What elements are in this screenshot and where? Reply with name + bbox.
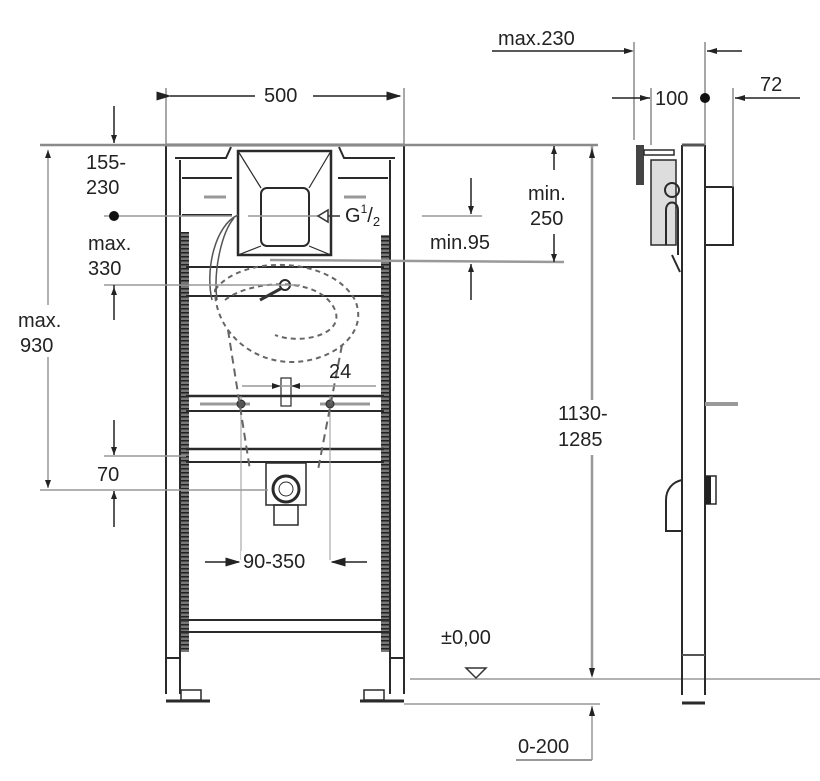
side-reference-dot [700, 93, 710, 103]
thread-g: G [345, 205, 361, 227]
dim-overall-max-a: max. [16, 310, 64, 332]
dim-spacing-90-350: 90-350 [241, 551, 308, 573]
thread-denominator: 2 [372, 214, 381, 229]
dim-min-250-a: min. [528, 183, 566, 205]
dim-height-range-a: 1130- [556, 403, 610, 425]
dim-depth-72: 72 [760, 74, 783, 96]
dim-connection-max-a: max. [88, 233, 132, 255]
side-frame [636, 143, 738, 705]
dim-foot-adjust: 0-200 [518, 736, 570, 758]
dim-max-230: max.230 [498, 28, 575, 50]
dim-overall-max-b: 930 [18, 335, 56, 357]
thread-separator: / [367, 205, 373, 227]
floor-level-label: ±0,00 [441, 627, 491, 649]
side-dimension-lines [492, 42, 800, 187]
front-dimension-lines [40, 88, 820, 761]
dim-depth-100: 100 [655, 88, 689, 110]
dim-min-95: min.95 [430, 232, 491, 254]
dim-min-250-b: 250 [530, 208, 564, 230]
connection-point-marker [109, 211, 119, 221]
dim-top-connection-b: 230 [86, 177, 120, 199]
dim-frame-width: 500 [262, 85, 300, 107]
dim-width-24: 24 [329, 361, 352, 383]
thread-numerator: 1 [360, 202, 368, 216]
dim-height-70: 70 [97, 464, 120, 486]
front-frame [165, 143, 405, 703]
dim-connection-max-b: 330 [88, 258, 122, 280]
dim-top-connection-a: 155- [86, 152, 127, 174]
dim-height-range-b: 1285 [556, 429, 605, 451]
dim-thread-size: G1/2 [345, 202, 381, 229]
